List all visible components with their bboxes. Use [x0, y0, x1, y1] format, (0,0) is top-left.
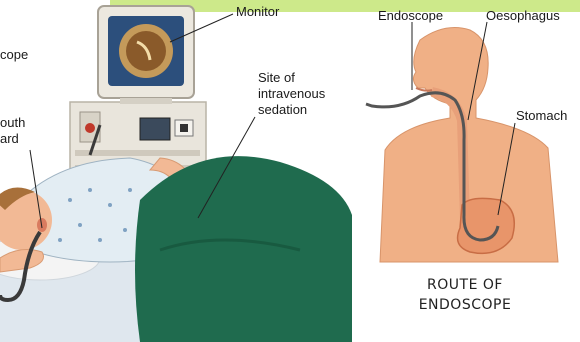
label-endoscope-right: Endoscope: [378, 8, 443, 24]
monitor: [98, 6, 194, 104]
label-oesophagus: Oesophagus: [486, 8, 560, 24]
caption-route-of-endoscope: ROUTE OF ENDOSCOPE: [380, 275, 550, 315]
label-endoscope-left: cope: [0, 47, 28, 63]
label-monitor: Monitor: [236, 4, 279, 20]
label-mouth-guard: outh ard: [0, 115, 25, 147]
label-stomach: Stomach: [516, 108, 567, 124]
label-sedation: Site of intravenous sedation: [258, 70, 325, 118]
